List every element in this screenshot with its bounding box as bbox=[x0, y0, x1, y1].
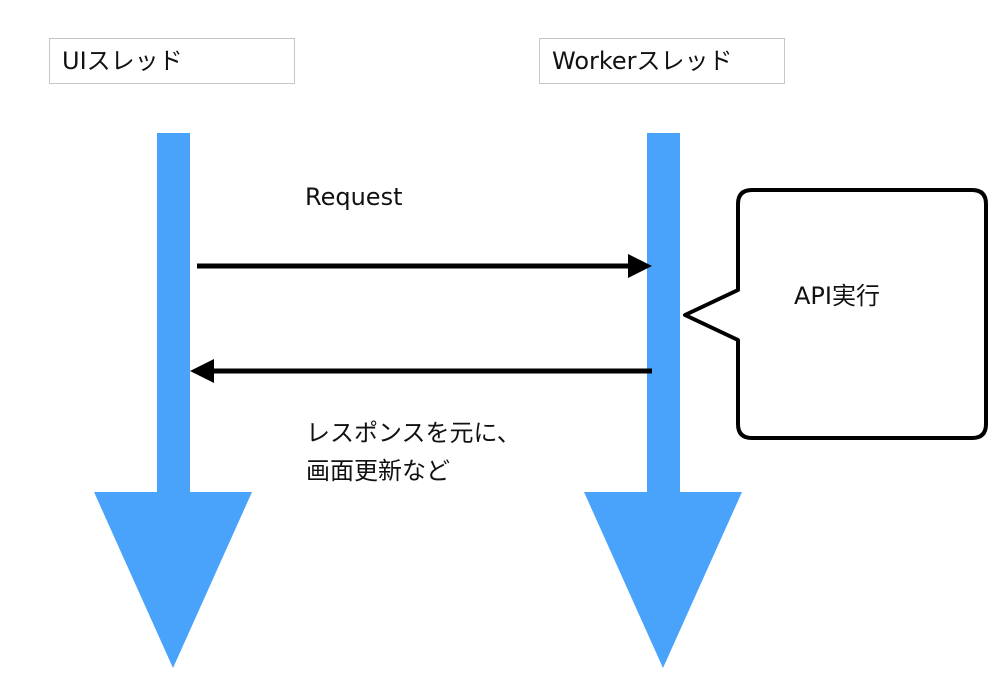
request-label: Request bbox=[305, 183, 403, 211]
ui-lifeline-shaft bbox=[157, 133, 190, 495]
api-callout-label: API実行 bbox=[794, 282, 880, 310]
worker-thread-label-text: Workerスレッド bbox=[552, 47, 733, 75]
response-label: レスポンスを元に、 画面更新など bbox=[306, 414, 521, 490]
response-arrow-head bbox=[190, 359, 214, 383]
ui-lifeline-arrowhead bbox=[94, 492, 252, 668]
response-arrow bbox=[190, 359, 652, 383]
api-callout-bubble bbox=[683, 188, 988, 440]
worker-thread-lifeline bbox=[584, 133, 742, 668]
ui-thread-label: UIスレッド bbox=[49, 38, 295, 84]
worker-thread-label: Workerスレッド bbox=[539, 38, 785, 84]
response-label-line2: 画面更新など bbox=[306, 457, 450, 485]
ui-thread-label-text: UIスレッド bbox=[62, 47, 183, 75]
worker-lifeline-shaft bbox=[647, 133, 680, 495]
request-arrow-head bbox=[628, 254, 652, 278]
ui-thread-lifeline bbox=[94, 133, 252, 668]
worker-lifeline-arrowhead bbox=[584, 492, 742, 668]
response-label-line1: レスポンスを元に、 bbox=[306, 419, 521, 447]
request-arrow bbox=[197, 254, 652, 278]
